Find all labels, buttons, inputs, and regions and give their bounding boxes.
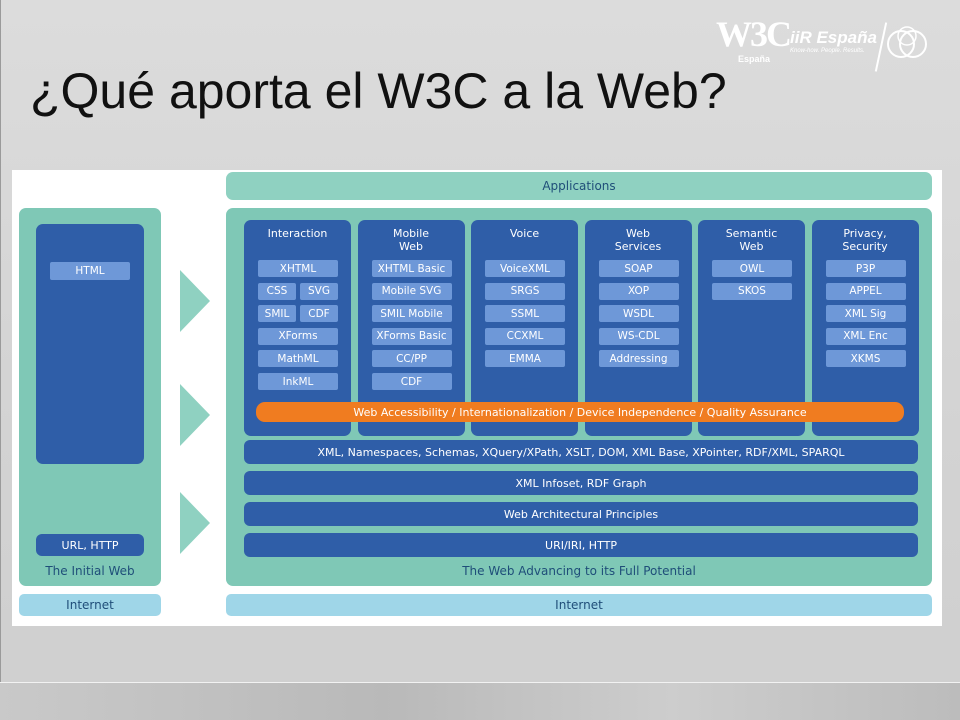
column-title-line: Privacy,: [843, 227, 887, 240]
tech-item: Mobile SVG: [371, 282, 452, 300]
url-http-bar: URL, HTTP: [36, 534, 144, 556]
internet-bar-right: Internet: [226, 594, 932, 616]
tech-item: EMMA: [485, 350, 565, 368]
tech-item: XForms Basic: [371, 327, 452, 345]
column-title-line: Voice: [509, 227, 540, 240]
tech-item: CDF: [371, 373, 452, 390]
layer-architecture: Web Architectural Principles: [244, 502, 918, 526]
tech-item: InkML: [258, 373, 338, 390]
tech-item: OWL: [712, 260, 792, 277]
iir-logo-tagline: Know-how. People. Results.: [790, 48, 865, 54]
arrow-right-icon: [180, 492, 210, 554]
tech-item: SRGS: [485, 282, 565, 300]
cross-cutting-bar: Web Accessibility / Internationalization…: [256, 402, 904, 422]
initial-web-label: The Initial Web: [45, 564, 135, 578]
tech-item: Addressing: [598, 350, 679, 368]
column-title-line: Security: [842, 240, 888, 253]
column-title-line: Web: [399, 240, 423, 253]
column-title-line: Mobile: [392, 227, 430, 240]
tech-item: SSML: [485, 305, 565, 323]
tech-item: MathML: [258, 350, 338, 368]
tech-item: SMIL Mobile: [371, 305, 452, 323]
tech-item: APPEL: [825, 282, 906, 300]
tech-item: XML Sig: [825, 305, 906, 323]
tech-item: SOAP: [598, 260, 679, 277]
column-title-line: [471, 240, 578, 253]
column-title-line: Web: [739, 240, 764, 253]
html-box: HTML: [36, 224, 144, 464]
column-title-line: Services: [614, 240, 662, 253]
arrow-right-icon: [180, 270, 210, 332]
footer-band: [0, 682, 960, 720]
tech-item: SVG: [300, 282, 338, 300]
iir-logo-name: iiR España: [790, 28, 877, 47]
page-title: ¿Qué aporta el W3C a la Web?: [30, 63, 727, 119]
tech-item: XKMS: [825, 350, 906, 368]
arrow-right-icon: [180, 384, 210, 446]
initial-web-panel: HTML URL, HTTP The Initial Web: [19, 208, 161, 586]
layer-uri: URI/IRI, HTTP: [244, 533, 918, 557]
tech-item: XHTML Basic: [371, 260, 452, 277]
column-title-line: Interaction: [267, 227, 328, 240]
w3c-architecture-diagram: Applications HTML URL, HTTP The Initial …: [12, 170, 942, 626]
internet-bar-left: Internet: [19, 594, 161, 616]
column-title-line: [244, 240, 351, 253]
tech-item: WSDL: [598, 305, 679, 323]
w3c-logo-sub: España: [738, 54, 771, 64]
column-title-line: Semantic: [725, 227, 778, 240]
applications-bar: Applications: [226, 172, 932, 200]
tech-item: CCXML: [485, 327, 565, 345]
iir-logo: iiR España Know-how. People. Results.: [790, 28, 882, 68]
column-title: Interaction: [244, 227, 351, 253]
layer-infoset: XML Infoset, RDF Graph: [244, 471, 918, 495]
tech-item: SKOS: [712, 282, 792, 300]
w3c-logo: W3C España: [716, 14, 792, 66]
tech-item: CDF: [300, 305, 338, 323]
tech-item: XOP: [598, 282, 679, 300]
tech-item: WS-CDL: [598, 327, 679, 345]
column-title-line: Web: [626, 227, 650, 240]
tech-item: SMIL: [258, 305, 296, 323]
tech-item: CC/PP: [371, 350, 452, 368]
tech-item: P3P: [825, 260, 906, 277]
w3c-logo-mark: W3C: [716, 14, 792, 54]
tech-item: XHTML: [258, 260, 338, 277]
tech-item: VoiceXML: [485, 260, 565, 277]
tech-item: XML Enc: [825, 327, 906, 345]
tech-item: XForms: [258, 327, 338, 345]
column-title: Voice: [471, 227, 578, 253]
advancing-web-label: The Web Advancing to its Full Potential: [462, 564, 696, 578]
tech-item: CSS: [258, 282, 296, 300]
seal-logo-icon: [887, 26, 927, 58]
column-title: Privacy,Security: [812, 227, 919, 253]
layer-xml: XML, Namespaces, Schemas, XQuery/XPath, …: [244, 440, 918, 464]
tech-html: HTML: [50, 262, 130, 280]
